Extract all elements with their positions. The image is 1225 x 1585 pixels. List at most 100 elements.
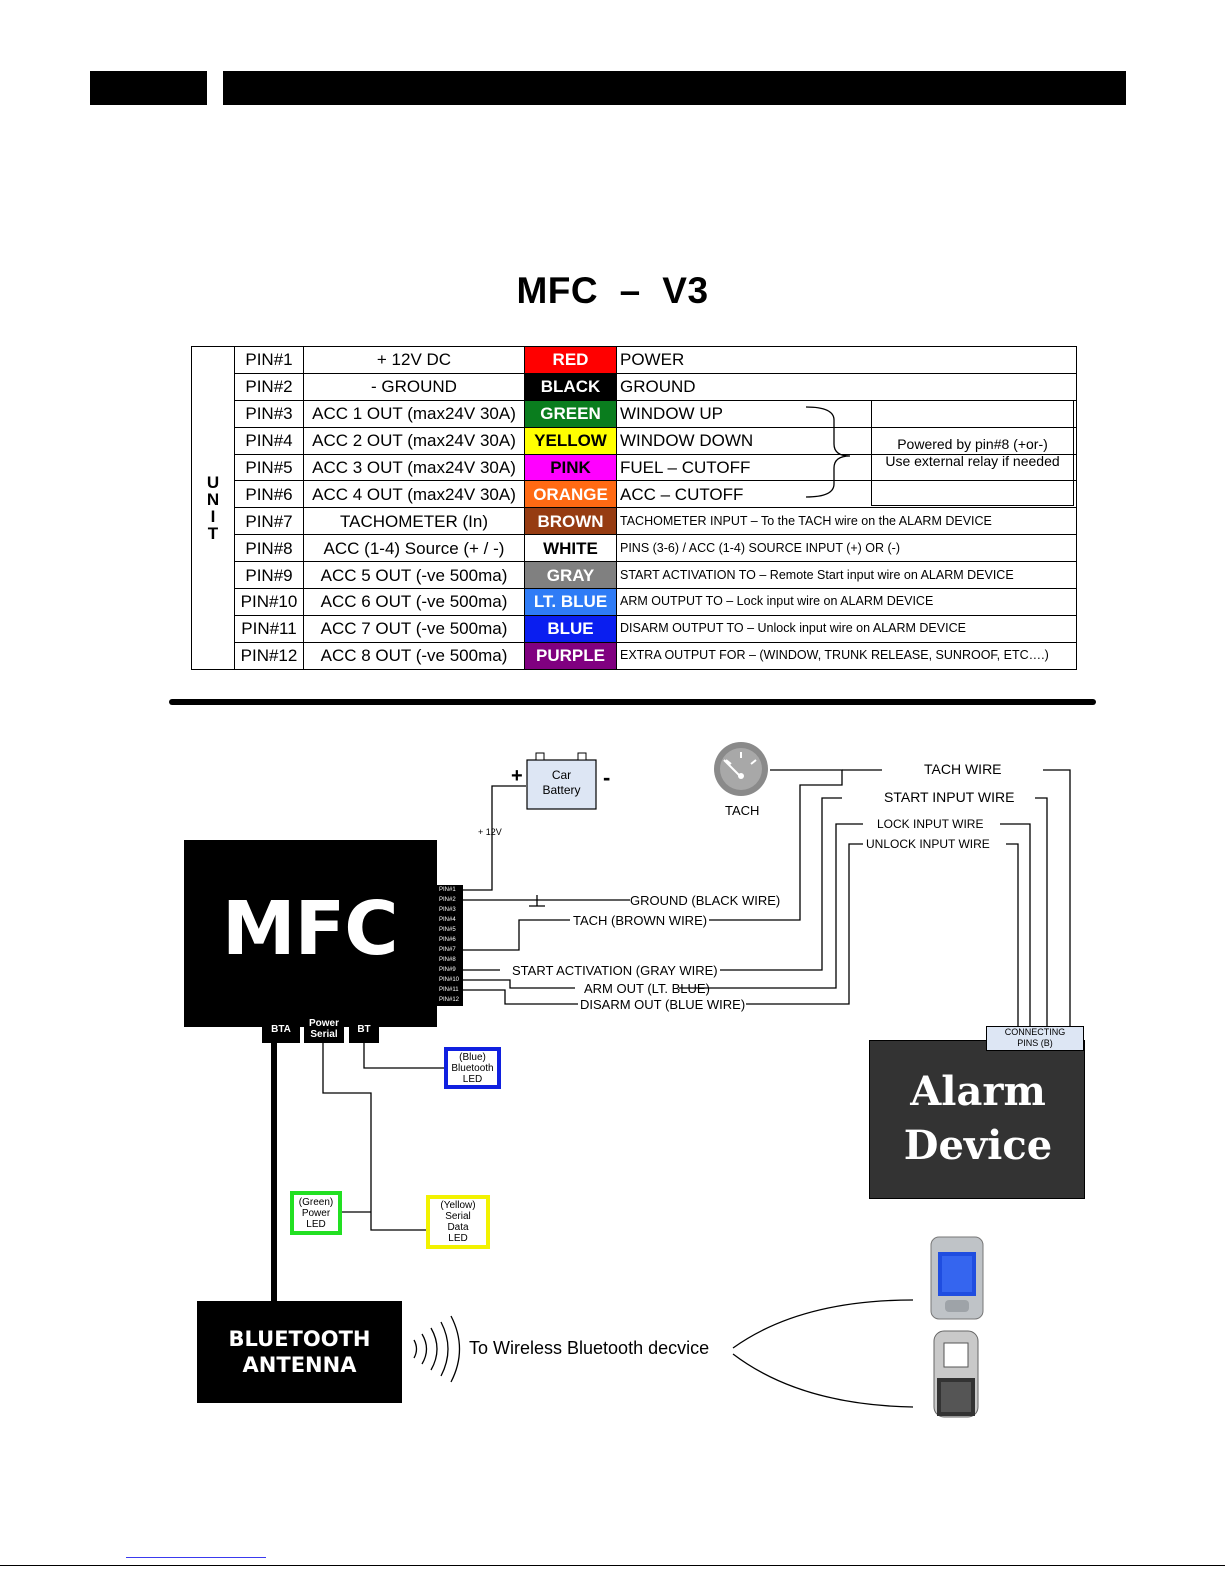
green-led-line3: LED xyxy=(306,1218,326,1230)
disarm-wire xyxy=(438,989,578,1005)
pin-number: PIN#6 xyxy=(234,480,304,509)
battery-label-line2: Battery xyxy=(542,783,581,797)
arm-out-label: ARM OUT (LT. BLUE) xyxy=(584,981,710,996)
yellow-led-line3: Data xyxy=(447,1222,469,1233)
pin-number: PIN#3 xyxy=(234,399,304,428)
pin-function: - GROUND xyxy=(303,372,525,401)
pin-function: + 12V DC xyxy=(303,346,525,374)
yellow-led-line1: (Yellow) xyxy=(440,1200,476,1211)
bta-port-label: BTA xyxy=(271,1023,291,1035)
yellow-led-line2: Serial xyxy=(445,1211,471,1222)
mfc-pin-label: PIN#11 xyxy=(439,987,459,993)
wire-color: BROWN xyxy=(524,507,617,536)
blue-led-line3: LED xyxy=(462,1073,483,1085)
yellow-serial-data-led: (Yellow) Serial Data LED xyxy=(426,1195,490,1249)
pin-description: WINDOW UP xyxy=(616,399,1077,428)
pin-description: FUEL – CUTOFF xyxy=(616,453,1077,482)
green-led-line1: (Green) xyxy=(298,1196,334,1208)
relay-note-line2: Use external relay if needed xyxy=(885,453,1060,469)
pin-description: ACC – CUTOFF xyxy=(616,480,1077,509)
pin-function: ACC 8 OUT (-ve 500ma) xyxy=(303,641,525,670)
relay-brace xyxy=(805,406,851,498)
green-led-line2: Power xyxy=(301,1207,331,1219)
alarm-device-line2: Device xyxy=(903,1122,1053,1169)
tach-brown-wire xyxy=(438,919,570,951)
power-serial-port: Power Serial xyxy=(304,1015,344,1043)
relay-note-line1: Powered by pin#8 (+or-) xyxy=(897,436,1048,452)
mfc-pin-label: PIN#1 xyxy=(439,887,456,893)
alarm-device-line1: Alarm xyxy=(910,1068,1046,1115)
unit-letter: T xyxy=(207,523,219,543)
pda-device-icon xyxy=(930,1236,984,1320)
pin-function: ACC 3 OUT (max24V 30A) xyxy=(303,453,525,482)
wire-color: PURPLE xyxy=(524,641,617,670)
header-bar-left xyxy=(90,71,207,105)
pin-number: PIN#8 xyxy=(234,534,304,563)
wire-color: ORANGE xyxy=(524,480,617,509)
blue-led-line1: (Blue) xyxy=(459,1051,486,1063)
pin-function: ACC 2 OUT (max24V 30A) xyxy=(303,426,525,455)
mfc-pin-label: PIN#6 xyxy=(439,937,456,943)
mfc-pin-label: PIN#4 xyxy=(439,917,456,923)
unit-letter: I xyxy=(210,506,216,526)
wire-color: PINK xyxy=(524,453,617,482)
wireless-label: To Wireless Bluetooth decvice xyxy=(469,1338,710,1358)
power-serial-wire xyxy=(322,1043,427,1231)
mfc-pin-label: PIN#10 xyxy=(439,977,460,983)
wire-color: GREEN xyxy=(524,399,617,428)
voltage-label: + 12V xyxy=(478,827,502,837)
tach-brown-wire-label: TACH (BROWN WIRE) xyxy=(573,913,708,928)
power-serial-label-2: Serial xyxy=(310,1029,338,1040)
battery-icon xyxy=(526,752,597,810)
wire-color: RED xyxy=(524,346,617,374)
alarm-device-label: Alarm Device xyxy=(870,1065,1086,1173)
mfc-pin-label: PIN#2 xyxy=(439,897,456,903)
blue-led-line2: Bluetooth xyxy=(451,1062,494,1074)
section-divider xyxy=(169,699,1096,705)
bt-port: BT xyxy=(349,1015,379,1043)
power-serial-label-1: Power xyxy=(308,1018,339,1029)
bta-cable xyxy=(271,1043,277,1303)
pin-description: ARM OUTPUT TO – Lock input wire on ALARM… xyxy=(616,588,1077,616)
tach-gauge-icon xyxy=(714,742,768,796)
mfc-unit: MFC xyxy=(184,840,437,1027)
disarm-out-label: DISARM OUT (BLUE WIRE) xyxy=(580,997,746,1012)
footer-link-underline xyxy=(126,1557,266,1558)
mfc-label: MFC xyxy=(222,886,398,972)
unit-letter: U xyxy=(206,472,220,492)
battery-plus-label: + xyxy=(511,765,523,787)
pin-function: ACC 6 OUT (-ve 500ma) xyxy=(303,588,525,616)
antenna-line1: BLUETOOTH xyxy=(228,1327,371,1351)
pin-number: PIN#1 xyxy=(234,346,304,374)
wire-color: BLUE xyxy=(524,614,617,643)
bluetooth-antenna: BLUETOOTH ANTENNA xyxy=(197,1301,402,1403)
pin-description: DISARM OUTPUT TO – Unlock input wire on … xyxy=(616,614,1077,643)
tach-label: TACH xyxy=(725,803,760,818)
pin-description: PINS (3-6) / ACC (1-4) SOURCE INPUT (+) … xyxy=(616,534,1077,563)
pin-number: PIN#9 xyxy=(234,561,304,590)
pin-function: ACC 5 OUT (-ve 500ma) xyxy=(303,561,525,590)
battery-label-line1: Car xyxy=(551,768,572,782)
arm-wire xyxy=(438,979,575,989)
connecting-pins-line2: PINS (B) xyxy=(1017,1038,1053,1048)
tach-wire-label: TACH WIRE xyxy=(924,761,1002,777)
antenna-line2: ANTENNA xyxy=(242,1353,357,1377)
pin-number: PIN#11 xyxy=(234,614,304,643)
blue-bluetooth-led: (Blue) Bluetooth LED xyxy=(444,1047,501,1089)
connecting-pins: CONNECTING PINS (B) xyxy=(986,1026,1084,1051)
connecting-pins-line1: CONNECTING xyxy=(1004,1027,1066,1037)
bt-led-wire xyxy=(363,1043,444,1069)
mfc-pin-label: PIN#3 xyxy=(439,907,456,913)
unlock-input-wire-label: UNLOCK INPUT WIRE xyxy=(866,837,990,851)
pin-description: WINDOW DOWN xyxy=(616,426,1077,455)
mfc-pin-label: PIN#7 xyxy=(439,947,456,953)
